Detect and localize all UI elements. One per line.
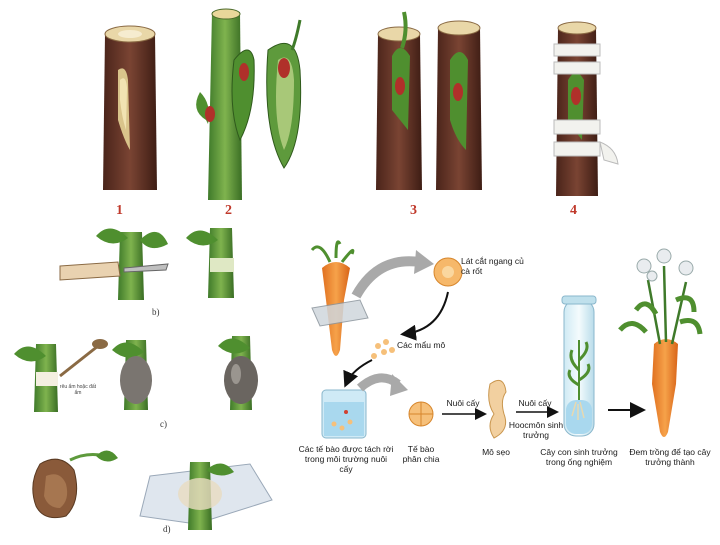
layering-label-b: b) (152, 307, 160, 317)
graft-step-number-1: 1 (116, 203, 123, 218)
graft-step-number-3: 3 (410, 203, 417, 218)
carrot-source (310, 240, 369, 356)
callus (488, 379, 507, 439)
isolated-cells-label: Các tế bào được tách rời trong môi trườn… (298, 444, 394, 474)
graft-step-number-2: 2 (225, 203, 232, 218)
mature-carrot (618, 248, 703, 437)
culture-arrow-2-label: Nuôi cấy (518, 398, 552, 408)
moss-annotation: rêu ẩm hoặc đất ẩm (59, 384, 97, 396)
graft-step-number-4: 4 (570, 203, 577, 218)
culture-arrow-1-label: Nuôi cấy (446, 398, 480, 408)
gray-arrow-to-slice (351, 256, 421, 299)
black-arrow-to-flask (343, 359, 373, 388)
test-tube (561, 295, 597, 437)
dividing-cell (408, 401, 434, 427)
explant-label: Các mẩu mô (397, 340, 446, 350)
graft-step-3 (376, 11, 482, 190)
mature-plant-label: Đem trồng để tạo cây trưởng thành (629, 447, 711, 467)
layering-label-d: d) (163, 524, 171, 534)
graft-step-4 (553, 21, 619, 196)
hormone-label: Hoocmôn sinh trưởng (508, 420, 564, 440)
explants (371, 339, 395, 359)
graft-step-1 (103, 25, 157, 190)
graft-step-2 (196, 8, 302, 200)
dividing-cells-label: Tế bào phân chia (402, 444, 440, 464)
callus-label: Mô sẹo (482, 447, 510, 457)
plantlet-label: Cây con sinh trưởng trong ống nghiệm (540, 447, 618, 467)
slice-label: Lát cắt ngang củ cà rốt (461, 256, 524, 276)
carrot-slice (433, 257, 463, 287)
culture-vessel (321, 389, 367, 439)
black-arrow-to-explants (400, 291, 449, 341)
layering-d (32, 450, 273, 530)
layering-label-c: c) (160, 419, 167, 429)
layering-b (59, 228, 234, 300)
layering-c (14, 336, 258, 412)
